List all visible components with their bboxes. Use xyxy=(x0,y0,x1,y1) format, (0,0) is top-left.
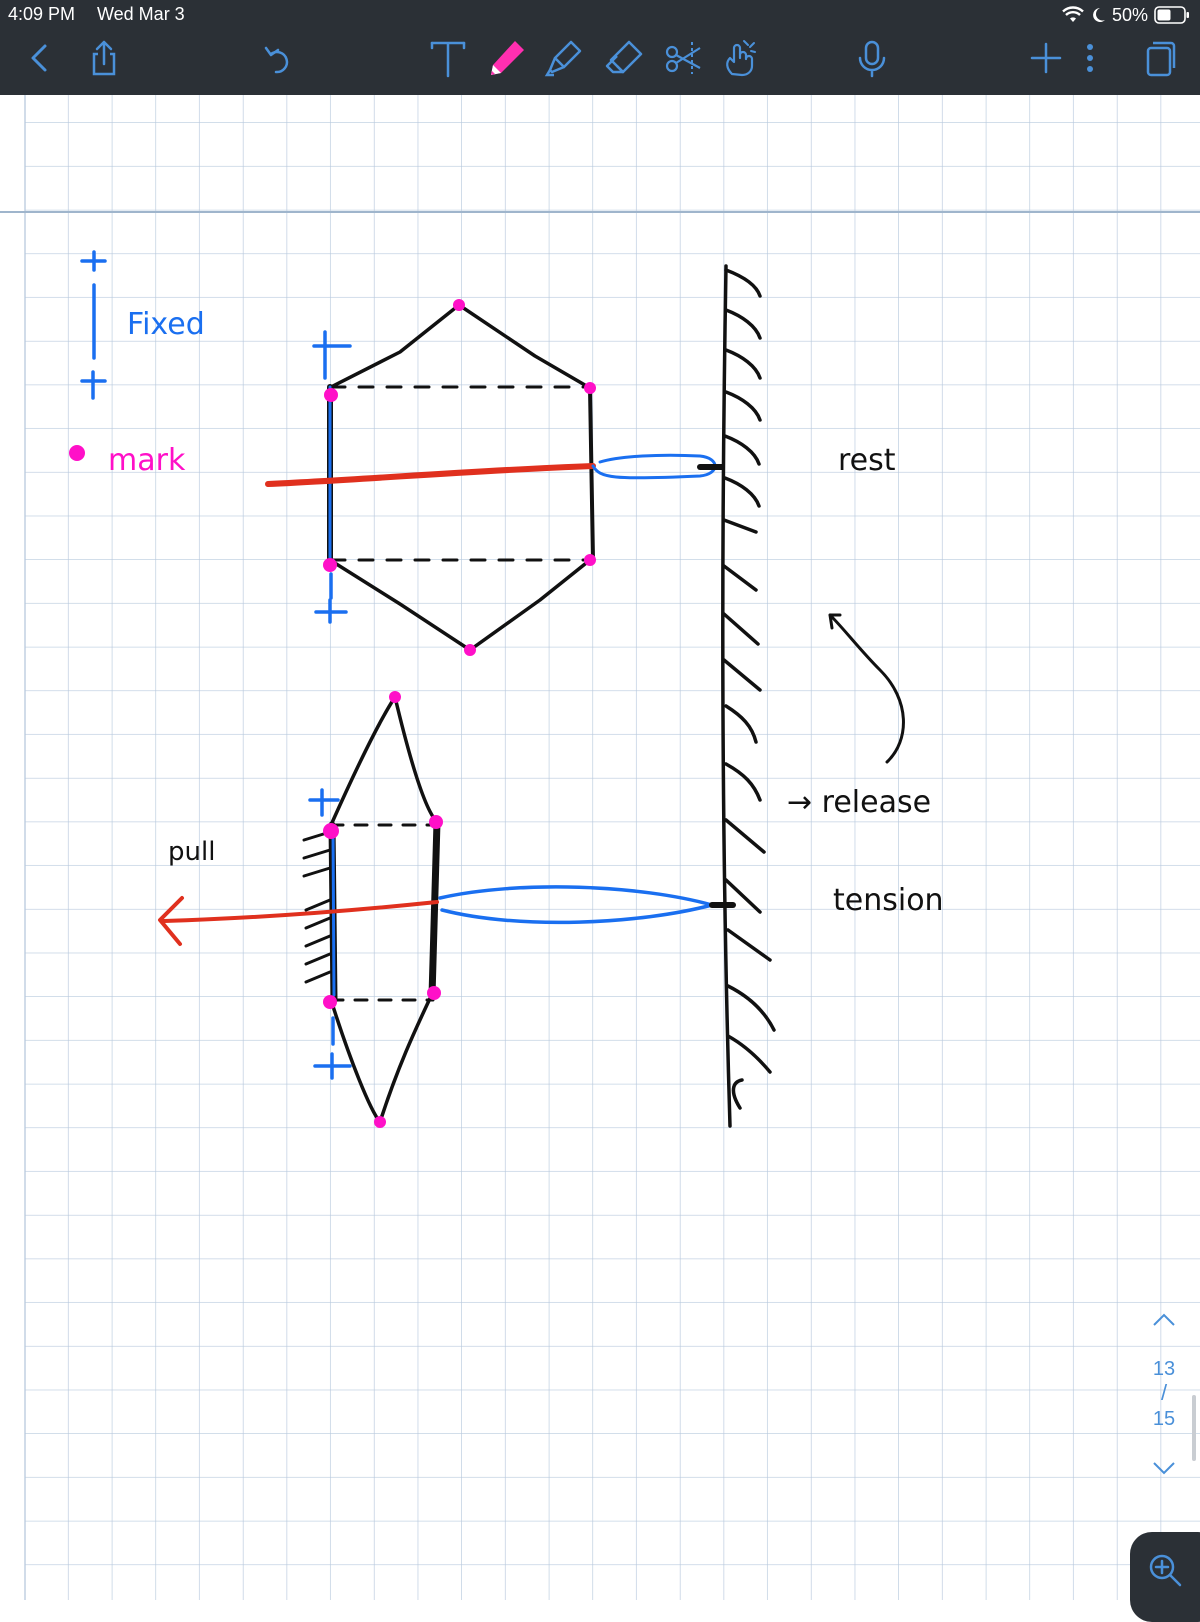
wall xyxy=(720,264,776,1128)
status-indicators: 50% xyxy=(1062,3,1190,27)
eraser-icon[interactable] xyxy=(604,38,644,78)
chevron-down-icon[interactable] xyxy=(1150,1458,1178,1478)
zoom-in-icon xyxy=(1149,1554,1182,1587)
tension-diagram xyxy=(158,691,736,1128)
page-current: 13 xyxy=(1152,1358,1176,1380)
legend-fixed-symbol xyxy=(80,250,107,400)
zoom-button[interactable] xyxy=(1130,1532,1200,1622)
rest-diagram xyxy=(265,299,725,656)
scrollbar-thumb[interactable] xyxy=(1192,1395,1196,1461)
label-rest: rest xyxy=(838,443,896,478)
lasso-scissors-icon[interactable] xyxy=(664,38,704,78)
share-icon[interactable] xyxy=(84,38,124,78)
back-icon[interactable] xyxy=(20,38,60,78)
hand-gesture-icon[interactable] xyxy=(722,38,762,78)
pen-tool-icon[interactable] xyxy=(486,38,526,78)
legend-mark-label: mark xyxy=(108,443,186,478)
battery-icon xyxy=(1154,6,1189,24)
text-tool-icon[interactable] xyxy=(428,38,468,78)
more-icon[interactable] xyxy=(1080,38,1100,78)
chevron-up-icon[interactable] xyxy=(1150,1310,1178,1330)
page-navigator: 13 / 15 xyxy=(1140,1300,1188,1505)
pages-icon[interactable] xyxy=(1140,38,1180,78)
label-pull: pull xyxy=(168,837,215,867)
label-release: → release xyxy=(787,785,931,820)
label-tension: tension xyxy=(833,883,944,918)
microphone-icon[interactable] xyxy=(852,38,892,78)
top-toolbar: 4:09 PM Wed Mar 3 50% xyxy=(0,0,1200,95)
undo-icon[interactable] xyxy=(258,38,298,78)
battery-percent: 50% xyxy=(1111,4,1148,25)
status-time: 4:09 PM xyxy=(8,4,76,24)
grid-paper xyxy=(25,95,1200,1600)
highlighter-icon[interactable] xyxy=(544,38,584,78)
status-date: Wed Mar 3 xyxy=(97,4,185,24)
moon-icon xyxy=(1093,8,1105,22)
page-separator: / xyxy=(1160,1380,1168,1405)
add-icon[interactable] xyxy=(1026,38,1066,78)
legend-mark-dot xyxy=(69,445,85,461)
page-total: 15 xyxy=(1152,1408,1176,1430)
release-curve-arrow xyxy=(828,613,905,764)
legend-fixed-label: Fixed xyxy=(127,307,205,342)
wifi-icon xyxy=(1062,6,1084,22)
